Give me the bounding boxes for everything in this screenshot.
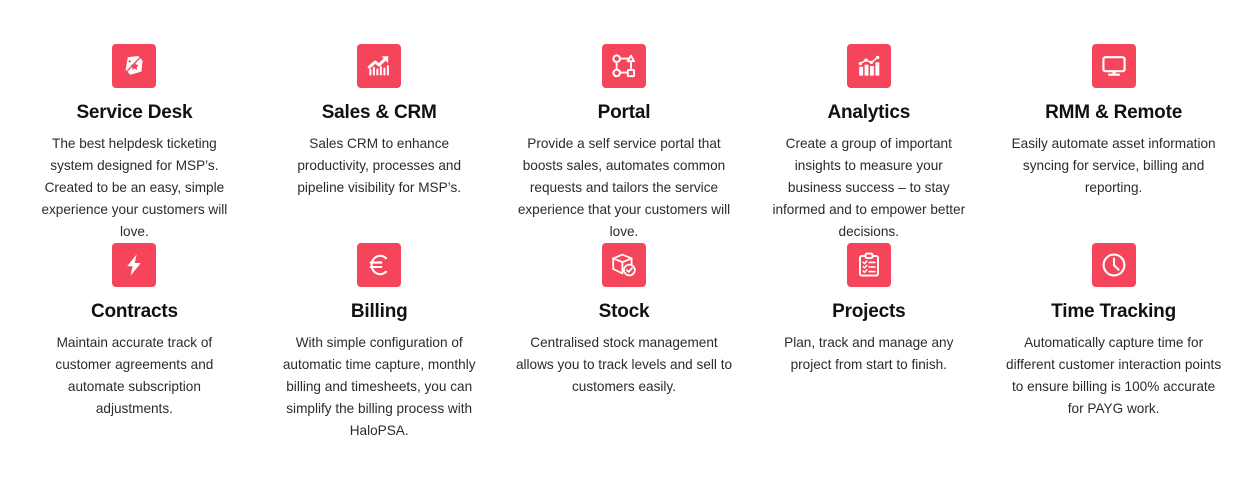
clock-icon <box>1091 242 1136 287</box>
feature-title: Service Desk <box>76 102 193 123</box>
box-check-icon <box>601 242 646 287</box>
clipboard-checklist-icon <box>846 242 891 287</box>
feature-card-contracts[interactable]: Contracts Maintain accurate track of cus… <box>12 242 257 442</box>
feature-title: Portal <box>597 102 651 123</box>
feature-title: Time Tracking <box>1051 300 1176 322</box>
feature-title: Projects <box>832 300 906 322</box>
feature-card-rmm-remote[interactable]: RMM & Remote Easily automate asset infor… <box>991 44 1236 243</box>
feature-description: Plan, track and manage any project from … <box>784 334 954 372</box>
feature-description: With simple configuration of automatic t… <box>282 334 476 438</box>
feature-card-portal[interactable]: Portal Provide a self service portal tha… <box>502 44 747 243</box>
feature-title: Contracts <box>90 300 178 322</box>
feature-description: Provide a self service portal that boost… <box>517 135 731 239</box>
feature-title: Stock <box>598 300 650 322</box>
feature-grid: Service Desk The best helpdesk ticketing… <box>12 44 1236 442</box>
feature-card-time-tracking[interactable]: Time Tracking Automatically capture time… <box>991 242 1236 442</box>
feature-card-service-desk[interactable]: Service Desk The best helpdesk ticketing… <box>12 44 257 243</box>
feature-title: Analytics <box>827 102 911 123</box>
feature-title: Sales & CRM <box>321 102 437 123</box>
feature-title: Billing <box>350 300 408 322</box>
monitor-icon <box>1091 44 1136 88</box>
feature-description: The best helpdesk ticketing system desig… <box>41 135 228 239</box>
growth-chart-arrow-icon <box>357 44 402 88</box>
service-desk-badge-icon <box>112 44 157 88</box>
feature-card-analytics[interactable]: Analytics Create a group of important in… <box>746 44 991 243</box>
feature-description: Sales CRM to enhance productivity, proce… <box>297 135 462 195</box>
network-nodes-icon <box>601 44 646 88</box>
feature-card-projects[interactable]: Projects Plan, track and manage any proj… <box>746 242 991 442</box>
feature-card-stock[interactable]: Stock Centralised stock management allow… <box>502 242 747 442</box>
feature-description: Maintain accurate track of customer agre… <box>55 334 214 416</box>
feature-title: RMM & Remote <box>1045 102 1183 123</box>
feature-description: Automatically capture time for different… <box>1006 334 1222 416</box>
feature-card-sales-crm[interactable]: Sales & CRM Sales CRM to enhance product… <box>257 44 502 243</box>
feature-description: Centralised stock management allows you … <box>515 334 733 394</box>
lightning-bolt-icon <box>112 242 157 287</box>
feature-card-billing[interactable]: Billing With simple configuration of aut… <box>257 242 502 442</box>
feature-description: Create a group of important insights to … <box>772 135 966 239</box>
bar-chart-line-icon <box>846 44 891 88</box>
feature-description: Easily automate asset information syncin… <box>1011 135 1216 195</box>
euro-currency-icon <box>357 242 402 287</box>
